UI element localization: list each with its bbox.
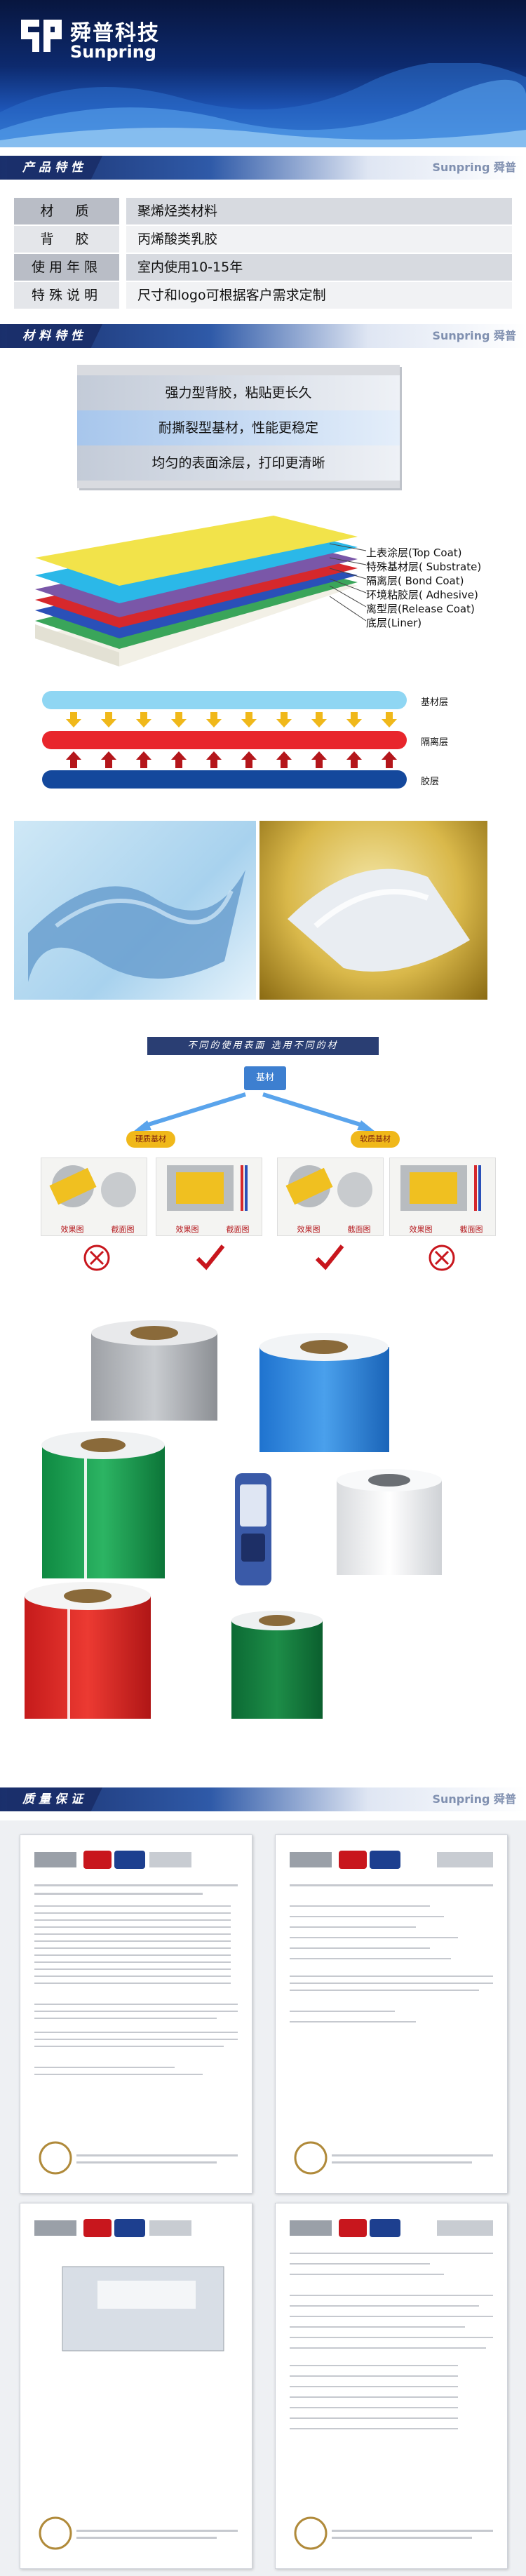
cross-icon (83, 1245, 110, 1271)
flat-label-graphic (400, 1165, 481, 1211)
report-page-graphic (34, 1851, 238, 2175)
section-watermark: Sunpring 舜普 (432, 1792, 516, 1806)
layer-label: 离型层(Release Coat) (366, 603, 475, 615)
spec-row: 使用年限 室内使用10-15年 (14, 254, 512, 281)
film-sheet-graphic (28, 870, 245, 982)
header-banner: 舜普科技 Sunpring (0, 0, 526, 147)
cylinder-label-graphic (49, 1165, 136, 1207)
spec-key: 背 胶 (14, 226, 119, 253)
spec-key: 使用年限 (14, 254, 119, 281)
branch-label-hard: 硬质基材 (126, 1131, 175, 1148)
section-watermark: Sunpring 舜普 (432, 161, 516, 174)
panel-caption: 截面图 (111, 1225, 135, 1234)
spec-value: 聚烯烃类材料 (126, 198, 512, 224)
panel-caption: 截面图 (347, 1225, 371, 1234)
spec-row: 特殊说明 尺寸和logo可根据客户需求定制 (14, 282, 512, 309)
panel-caption: 截面图 (459, 1225, 483, 1234)
section-title-quality: 质量保证 (7, 1787, 102, 1811)
spec-key: 材 质 (14, 198, 119, 224)
band-label: 胶层 (421, 777, 440, 787)
diagram-branches (133, 1092, 375, 1132)
panel-caption: 效果图 (297, 1225, 321, 1234)
check-icon (315, 1245, 344, 1270)
band-label: 隔离层 (421, 737, 449, 748)
test-report-document (20, 2203, 252, 2569)
panel-caption: 效果图 (175, 1225, 199, 1234)
diagram-root-node: 基材 (244, 1066, 286, 1090)
header-wave-graphic (0, 63, 526, 147)
label-rolls-photo (25, 1320, 442, 1719)
report-page-graphic (290, 1851, 493, 2175)
report-page-graphic (290, 2219, 493, 2550)
flat-label-graphic (167, 1165, 248, 1211)
section-bar-quality: 质量保证 Sunpring 舜普 (0, 1787, 526, 1811)
spec-row: 材 质 聚烯烃类材料 (14, 198, 512, 224)
branch-label-soft: 软质基材 (351, 1131, 400, 1148)
panel-caption: 截面图 (226, 1225, 250, 1234)
report-page-graphic (34, 2219, 238, 2550)
material-photo-blue (14, 821, 256, 1000)
layer-label: 上表涂层(Top Coat) (366, 546, 462, 559)
film-sheet-graphic (288, 868, 470, 972)
layer-stack-graphic (35, 516, 367, 666)
cylinder-label-graphic (285, 1165, 372, 1207)
spec-value: 室内使用10-15年 (126, 254, 512, 281)
layer-label: 环境粘胶层( Adhesive) (366, 589, 478, 601)
spec-row: 背 胶 丙烯酸类乳胶 (14, 226, 512, 253)
check-icon (196, 1245, 225, 1270)
diagram-panel (156, 1158, 262, 1236)
sunpring-logo-icon (21, 20, 62, 52)
diagram-panel (41, 1158, 147, 1236)
feature-item: 均匀的表面涂层，打印更清晰 (77, 445, 400, 481)
feature-item: 强力型背胶，粘贴更长久 (77, 375, 400, 410)
section-watermark: Sunpring 舜普 (432, 329, 516, 342)
section-title-material: 材料特性 (7, 324, 102, 348)
diagram-panel (389, 1158, 496, 1236)
panel-caption: 效果图 (409, 1225, 433, 1234)
test-report-document (20, 1834, 252, 2194)
spec-value: 尺寸和logo可根据客户需求定制 (126, 282, 512, 309)
material-photo-gold (259, 821, 487, 1000)
band-label: 基材层 (421, 697, 449, 708)
layer-label: 底层(Liner) (366, 617, 422, 629)
test-report-document (275, 2203, 508, 2569)
layer-label: 特殊基材层( Substrate) (366, 561, 482, 573)
section-bar-material: 材料特性 Sunpring 舜普 (0, 324, 526, 348)
brand-name-cn: 舜普科技 (70, 21, 160, 46)
brand-name-en: Sunpring (70, 42, 156, 62)
diagram-panel (277, 1158, 384, 1236)
feature-item: 耐撕裂型基材，性能更稳定 (77, 410, 400, 445)
spec-value: 丙烯酸类乳胶 (126, 226, 512, 253)
bonding-bands-graphic (42, 691, 407, 789)
test-report-document (275, 1834, 508, 2194)
diagram-title: 不同的使用表面 选用不同的材 (147, 1037, 379, 1055)
layer-label: 隔离层( Bond Coat) (366, 575, 464, 587)
section-bar-product: 产品特性 Sunpring 舜普 (0, 156, 526, 180)
section-title-product: 产品特性 (7, 156, 102, 180)
spec-key: 特殊说明 (14, 282, 119, 309)
panel-caption: 效果图 (60, 1225, 84, 1234)
cross-icon (429, 1245, 455, 1271)
